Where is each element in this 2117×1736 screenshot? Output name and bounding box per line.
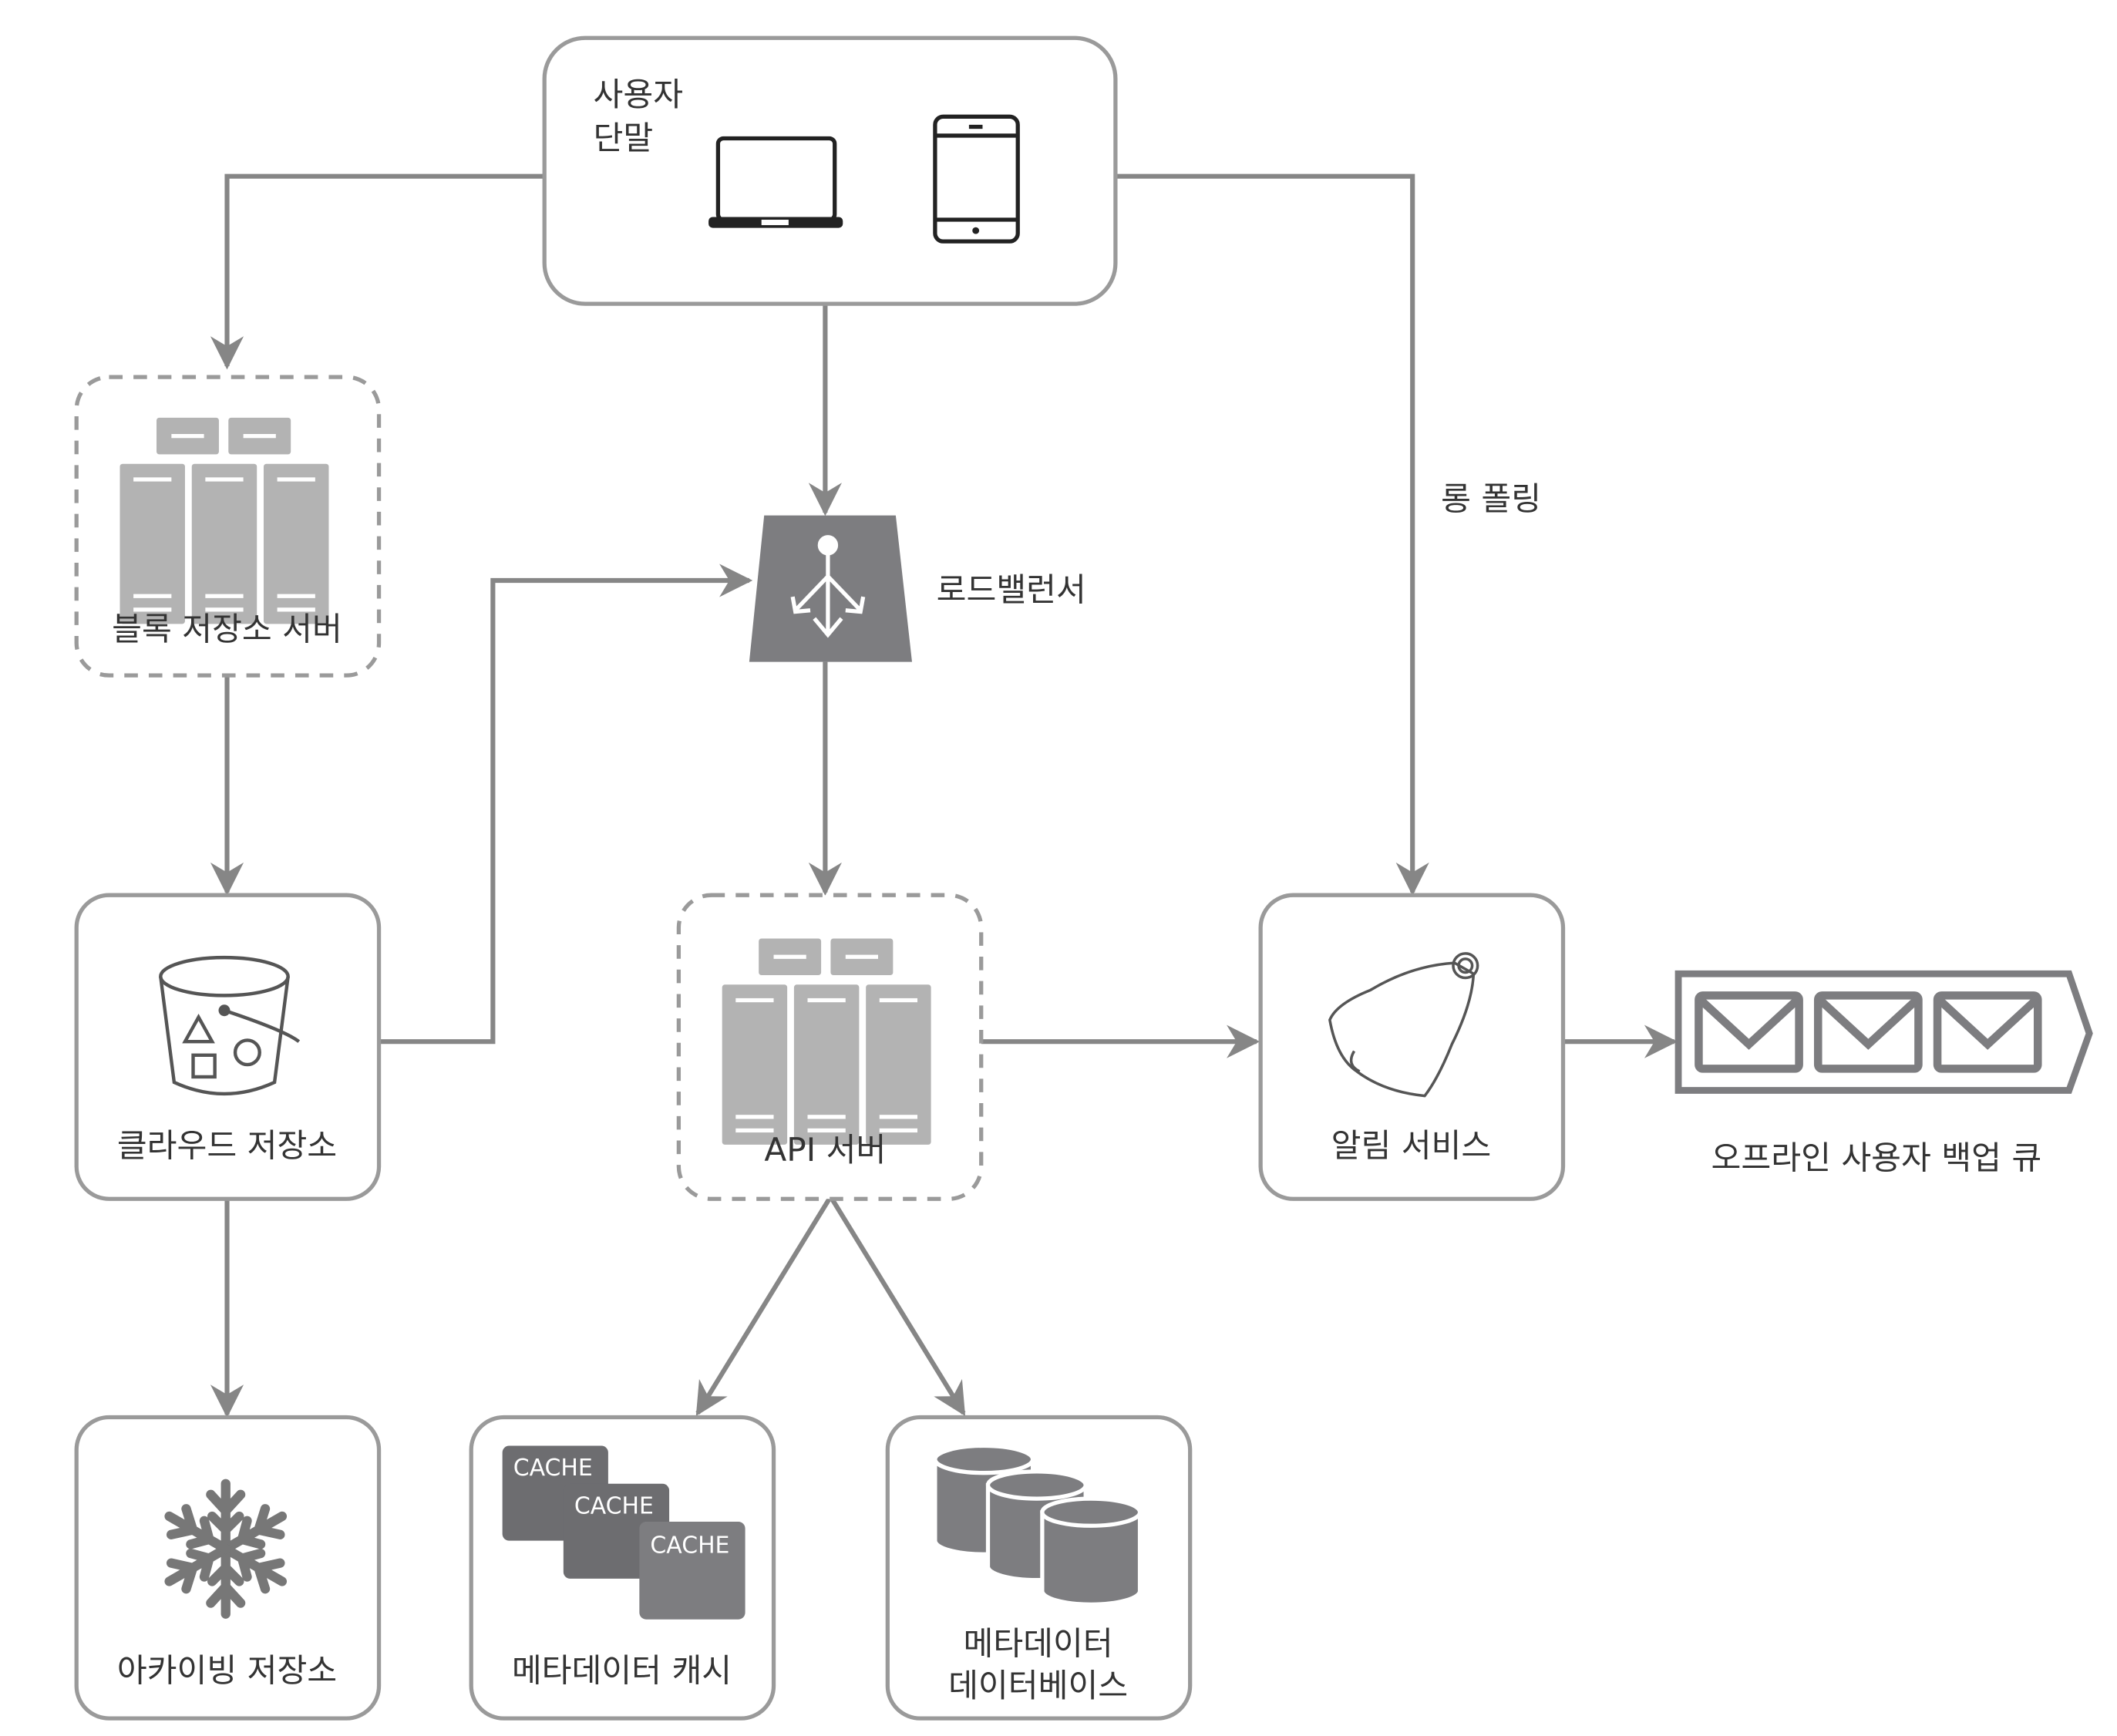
archive-storage-label: 아카이빙 저장소 bbox=[117, 1652, 337, 1690]
offline-backup-queue-label: 오프라인 사용자 백업 큐 bbox=[1711, 1139, 2042, 1177]
metadata-cache-label: 메타데이터 캐시 bbox=[512, 1652, 732, 1690]
archive-storage-node[interactable]: 아카이빙 저장소 bbox=[74, 1415, 382, 1721]
block-storage-server-label: 블록 저장소 서버 bbox=[112, 610, 342, 648]
api-server-node[interactable]: API 서버 bbox=[676, 893, 984, 1201]
snowflake-icon bbox=[162, 1479, 290, 1614]
edge-api-to-db bbox=[830, 1197, 966, 1416]
phone-icon bbox=[933, 114, 1020, 244]
cloud-storage-label: 클라우드 저장소 bbox=[117, 1127, 337, 1165]
edges: 롱 폴링 bbox=[210, 173, 1678, 1418]
block-storage-server-node[interactable]: 블록 저장소 서버 bbox=[74, 375, 382, 678]
notification-service-node[interactable]: 알림 서비스 bbox=[1258, 893, 1566, 1201]
edge-user-to-block-server bbox=[210, 173, 545, 370]
user-device-node[interactable]: 사용자 단말 bbox=[542, 35, 1118, 306]
svg-text:CACHE: CACHE bbox=[574, 1492, 654, 1519]
database-icon bbox=[933, 1443, 1143, 1606]
load-balancer-label: 로드밸런서 bbox=[937, 570, 1086, 608]
bell-icon bbox=[1328, 952, 1479, 1098]
metadata-database-node[interactable]: 메타데이터 데이터베이스 bbox=[885, 1415, 1193, 1721]
svg-text:CACHE: CACHE bbox=[650, 1532, 729, 1559]
user-device-label-1: 사용자 bbox=[594, 76, 684, 113]
cache-icon: CACHE CACHE CACHE bbox=[502, 1445, 745, 1620]
edge-user-to-notification bbox=[1115, 173, 1429, 896]
laptop-icon bbox=[708, 136, 843, 228]
metadata-database-label-1: 메타데이터 bbox=[964, 1624, 1113, 1662]
metadata-database-label-2: 데이터베이스 bbox=[948, 1667, 1128, 1704]
load-balancer-node[interactable]: 로드밸런서 bbox=[749, 515, 1086, 662]
load-balancer-icon bbox=[749, 515, 912, 662]
cloud-storage-node[interactable]: 클라우드 저장소 bbox=[74, 893, 382, 1201]
svg-text:CACHE: CACHE bbox=[513, 1455, 593, 1482]
offline-backup-queue-node[interactable]: 오프라인 사용자 백업 큐 bbox=[1674, 970, 2093, 1177]
bucket-icon bbox=[159, 955, 301, 1096]
notification-service-label: 알림 서비스 bbox=[1331, 1127, 1492, 1165]
api-server-label: API 서버 bbox=[764, 1131, 886, 1169]
metadata-cache-node[interactable]: CACHE CACHE CACHE 메타데이터 캐시 bbox=[469, 1415, 776, 1721]
long-polling-label: 롱 폴링 bbox=[1441, 480, 1541, 518]
edge-cloud-to-load-balancer bbox=[379, 564, 753, 1045]
edge-api-to-cache bbox=[695, 1197, 832, 1416]
user-device-label-2: 단말 bbox=[594, 119, 654, 157]
